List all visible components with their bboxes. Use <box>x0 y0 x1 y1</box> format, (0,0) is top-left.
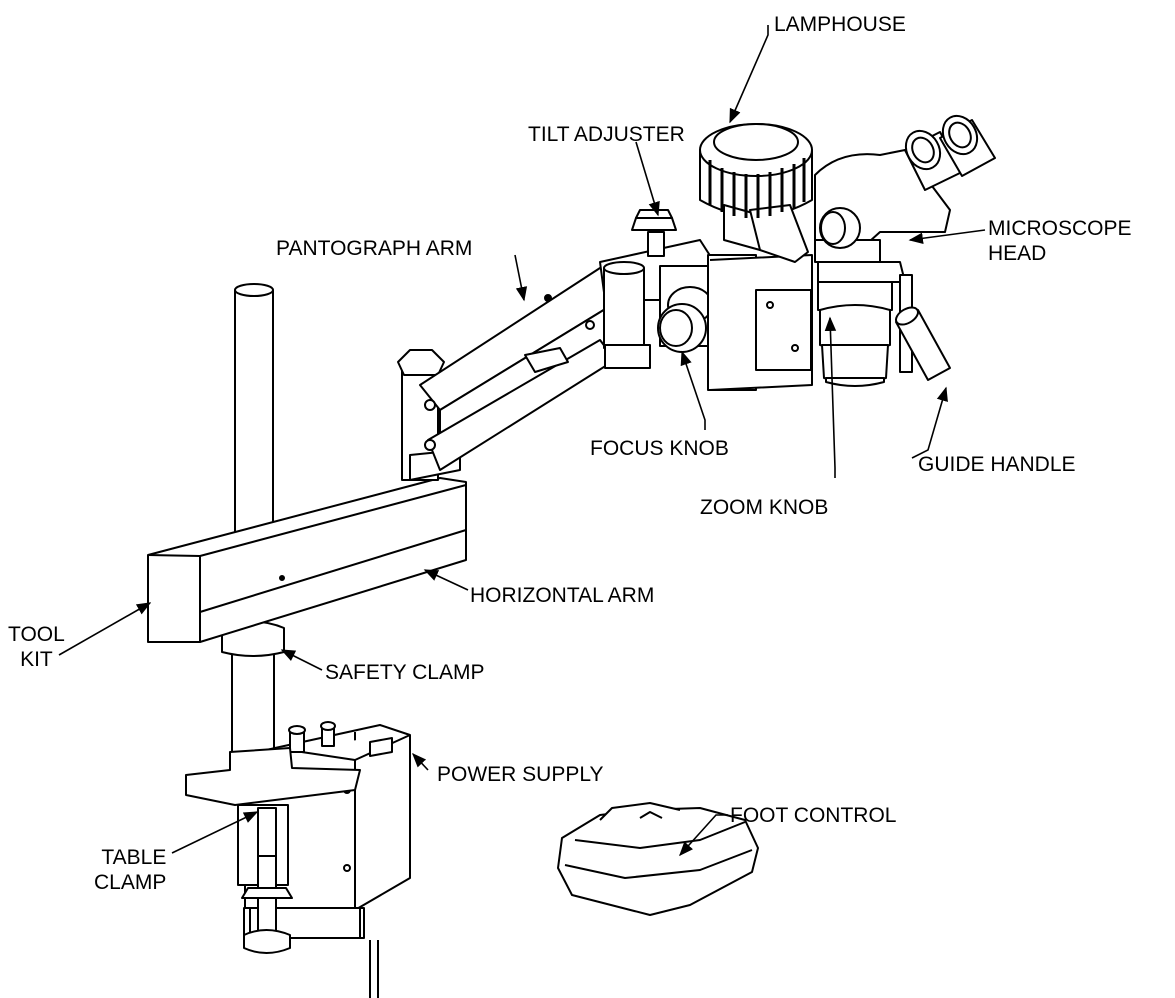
eyepieces <box>904 114 996 191</box>
microscope-head-shape <box>814 149 951 283</box>
label-guide-handle: GUIDE HANDLE <box>918 453 1076 476</box>
label-microscope-head-line1: MICROSCOPE <box>988 217 1132 240</box>
label-tool-kit: TOOL KIT <box>8 622 65 672</box>
label-pantograph-arm: PANTOGRAPH ARM <box>276 237 473 260</box>
foot-control-shape <box>557 802 759 916</box>
label-power-supply: POWER SUPPLY <box>437 763 604 786</box>
label-table-clamp-line1: TABLE <box>101 846 167 869</box>
label-tool-kit-line1: TOOL <box>8 623 65 646</box>
zoom-knob-shape <box>819 207 861 249</box>
lower-column <box>221 620 285 753</box>
label-microscope-head-line2: HEAD <box>988 242 1047 265</box>
guide-handle-shape <box>895 306 951 381</box>
label-focus-knob: FOCUS KNOB <box>590 437 729 460</box>
label-foot-control: FOOT CONTROL <box>730 804 897 827</box>
microscope-mount <box>707 254 813 391</box>
leader-lines <box>58 25 986 857</box>
label-zoom-knob: ZOOM KNOB <box>700 496 829 519</box>
label-tilt-adjuster: TILT ADJUSTER <box>528 123 685 146</box>
label-lamphouse: LAMPHOUSE <box>774 13 906 36</box>
label-microscope-head: MICROSCOPE HEAD <box>988 216 1132 266</box>
label-table-clamp: TABLE CLAMP <box>94 845 166 895</box>
lamphouse-shape <box>699 123 813 263</box>
pantograph-joint <box>397 349 461 481</box>
label-table-clamp-line2: CLAMP <box>94 871 167 894</box>
table-clamp-shape <box>185 747 379 998</box>
label-horizontal-arm: HORIZONTAL ARM <box>470 584 655 607</box>
pantograph-arms <box>419 267 621 471</box>
objective-body <box>817 274 913 387</box>
label-tool-kit-line2: KIT <box>20 648 53 671</box>
vertical-post <box>225 283 283 550</box>
horizontal-arm-shape <box>147 477 467 643</box>
label-safety-clamp: SAFETY CLAMP <box>325 661 485 684</box>
